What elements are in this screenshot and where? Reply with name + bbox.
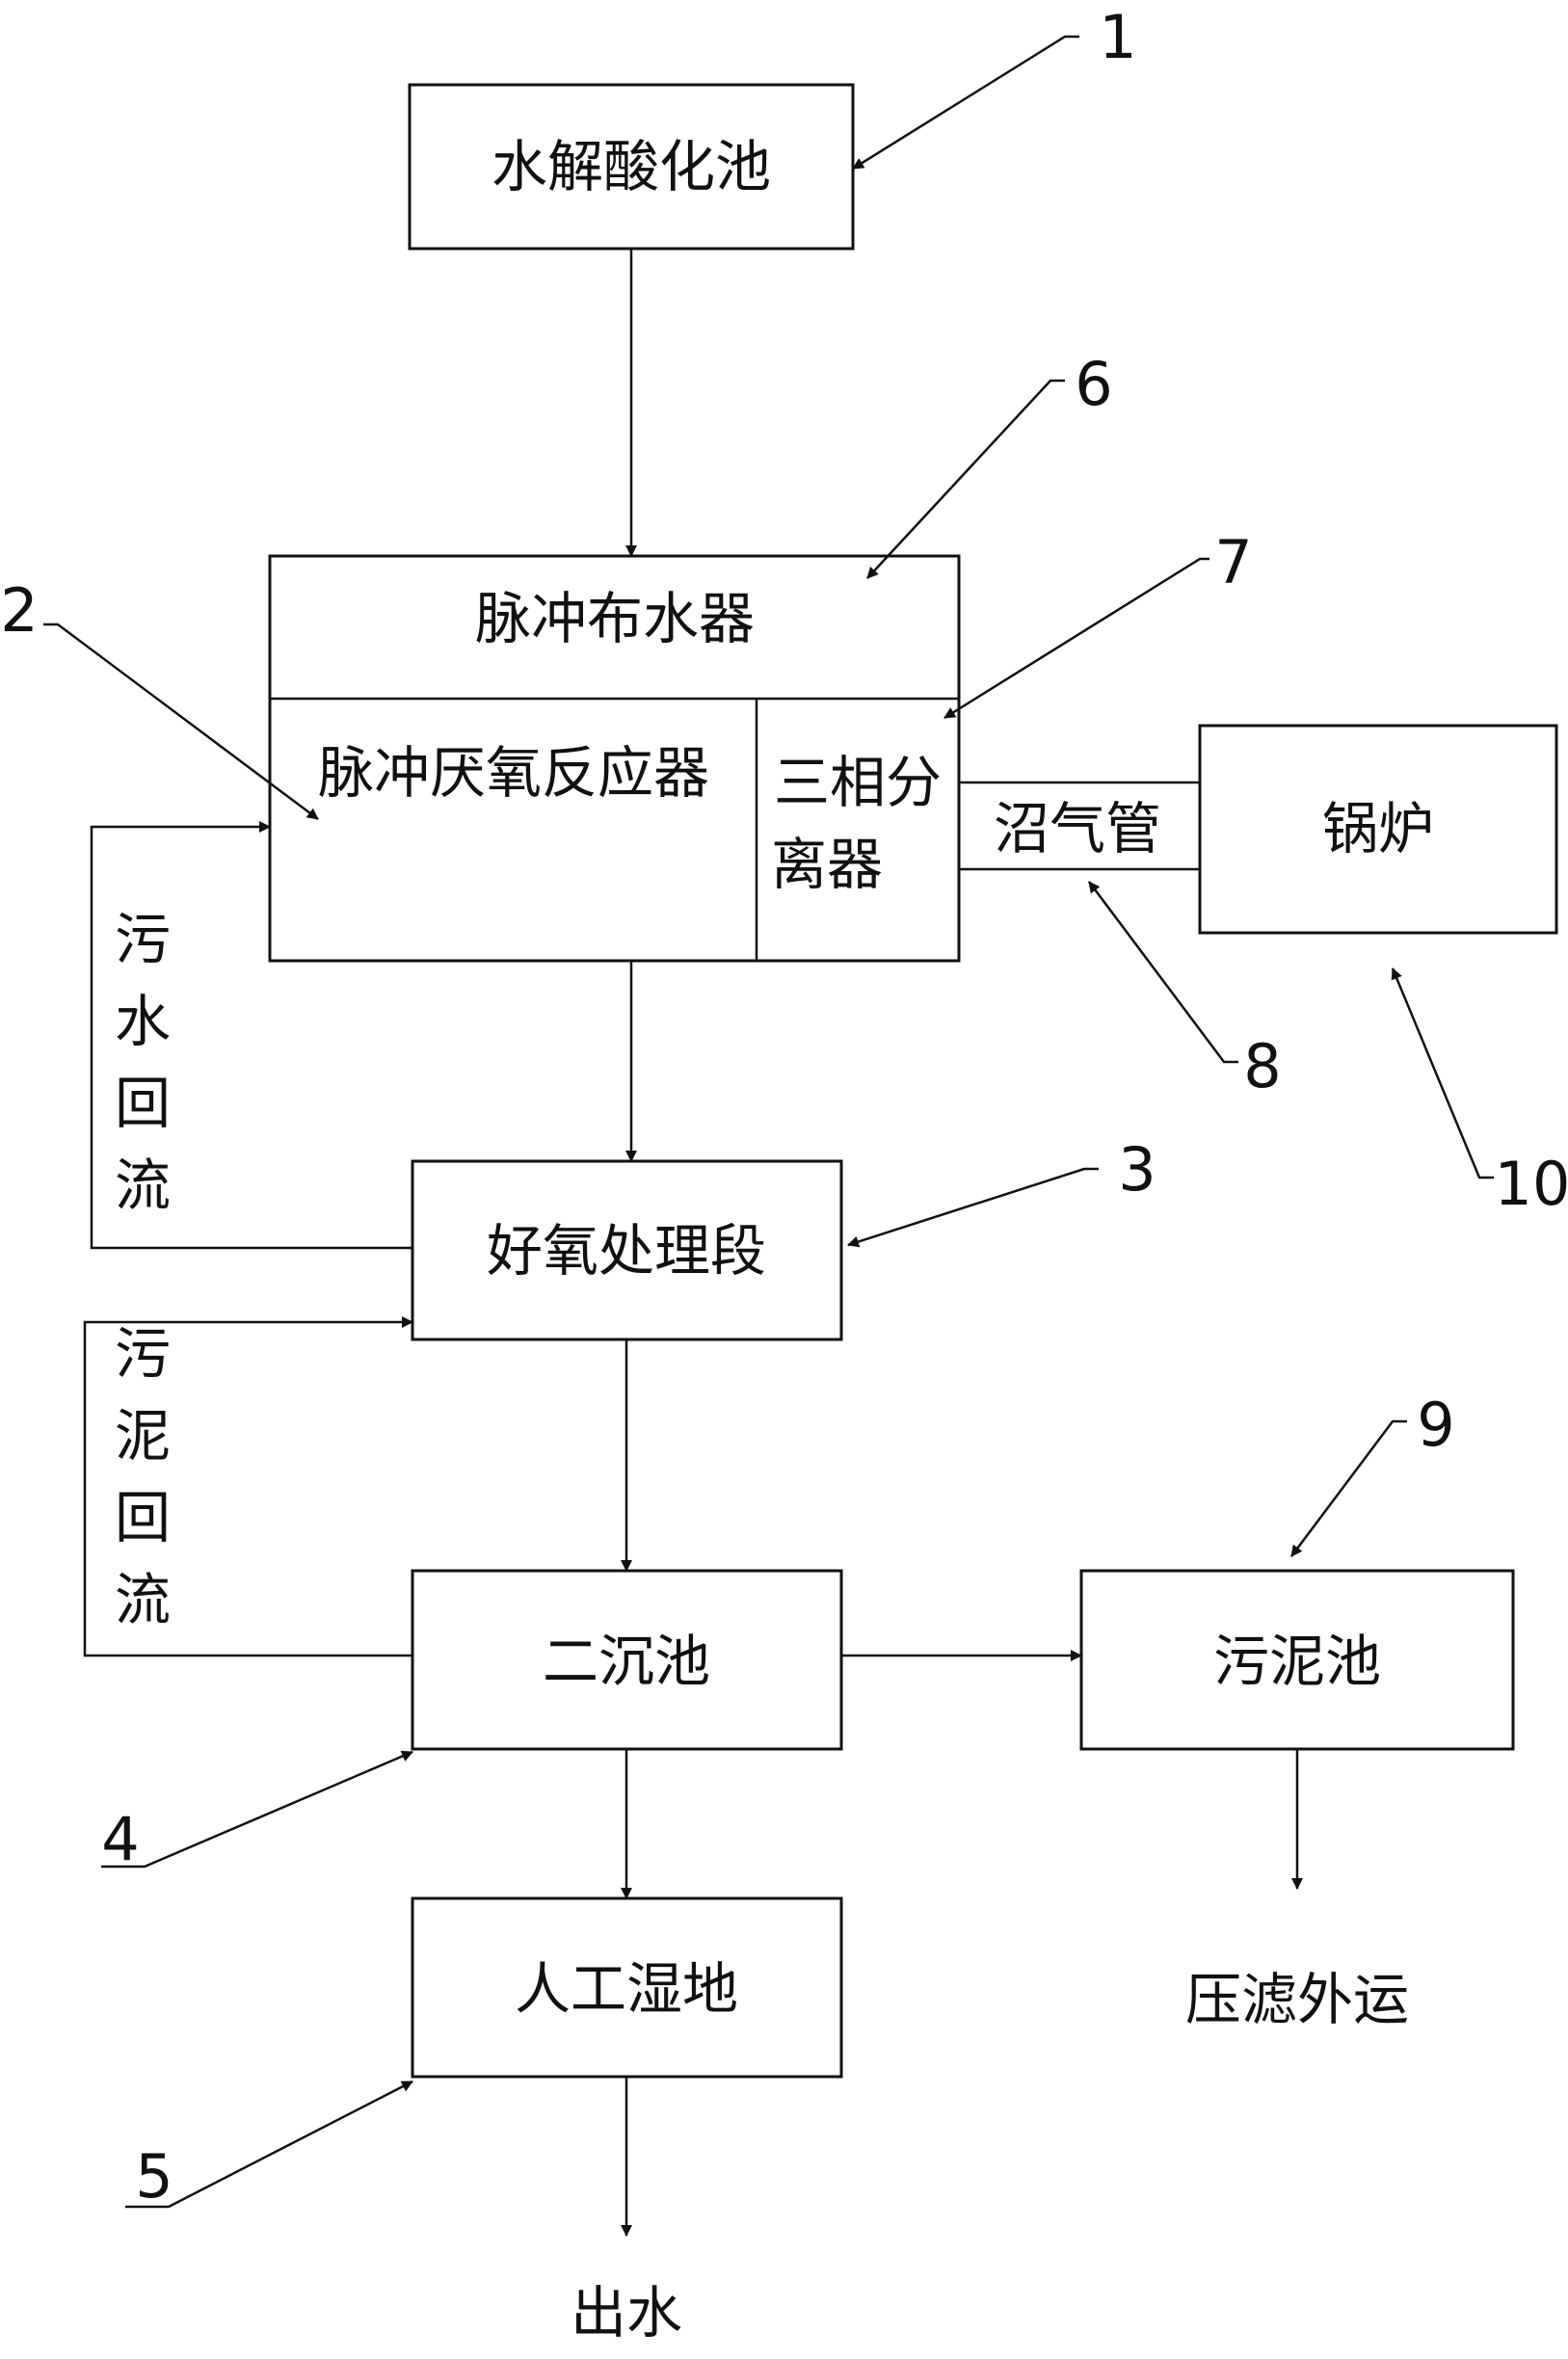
pulse-reactor-label: 脉冲厌氧反应器 [318, 740, 709, 806]
svg-text:泥: 泥 [115, 1403, 171, 1469]
svg-text:流: 流 [115, 1567, 171, 1632]
callout-leader-10 [1391, 967, 1494, 1180]
callout-leader-3 [847, 1167, 1099, 1248]
callout-leader-1 [852, 35, 1079, 171]
biogas-pipe-label: 沼气管 [994, 796, 1161, 861]
pulse-distributor-label: 脉冲布水器 [475, 586, 755, 651]
secondary-settling-box [411, 1569, 843, 1751]
aerobic-box [411, 1159, 843, 1341]
callout-2: 2 [0, 575, 38, 646]
wetland-box [411, 1896, 843, 2079]
callout-3: 3 [1118, 1134, 1156, 1205]
boiler-label: 锅炉 [1322, 796, 1434, 861]
press-filter-label: 压滤外运 [1185, 1967, 1409, 2032]
callout-leader-4 [101, 1750, 413, 1869]
callout-leader-6 [866, 379, 1065, 579]
svg-text:流: 流 [115, 1153, 171, 1218]
callout-4: 4 [101, 1804, 139, 1874]
callout-1: 1 [1099, 2, 1136, 72]
sewage-return-line [90, 821, 412, 1250]
callout-leader-9 [1290, 1419, 1407, 1557]
svg-text:回: 回 [115, 1071, 171, 1136]
callout-leader-7 [943, 557, 1209, 720]
svg-text:回: 回 [115, 1485, 171, 1551]
callout-7: 7 [1214, 527, 1252, 597]
sewage-return-label: 污 水 回 流 [115, 907, 171, 1218]
reactor-assembly-box [268, 554, 961, 963]
svg-text:水: 水 [115, 989, 171, 1054]
hydrolysis-box [408, 83, 855, 251]
separator-label-line2: 离器 [771, 832, 883, 897]
sludge-return-label: 污 泥 回 流 [115, 1321, 171, 1632]
effluent-label: 出水 [571, 2280, 682, 2346]
wetland-label: 人工湿地 [515, 1956, 738, 2022]
svg-text:污: 污 [115, 1321, 171, 1387]
callout-leader-8 [1087, 881, 1238, 1064]
aerobic-label: 好氧处理段 [487, 1218, 766, 1284]
callout-5: 5 [135, 2141, 173, 2212]
callout-10: 10 [1495, 1149, 1568, 1219]
sludge-tank-label: 污泥池 [1213, 1629, 1381, 1694]
boiler-box [1198, 724, 1558, 935]
secondary-settling-label: 二沉池 [543, 1629, 710, 1694]
callout-9: 9 [1417, 1390, 1454, 1460]
hydrolysis-label: 水解酸化池 [492, 134, 771, 199]
callout-leader-5 [125, 2080, 413, 2209]
callout-6: 6 [1075, 349, 1112, 419]
callout-8: 8 [1243, 1031, 1281, 1101]
callout-leader-2 [43, 623, 319, 821]
sludge-return-line [83, 1316, 413, 1657]
separator-label-line1: 三相分 [774, 750, 942, 815]
svg-text:污: 污 [115, 907, 171, 972]
